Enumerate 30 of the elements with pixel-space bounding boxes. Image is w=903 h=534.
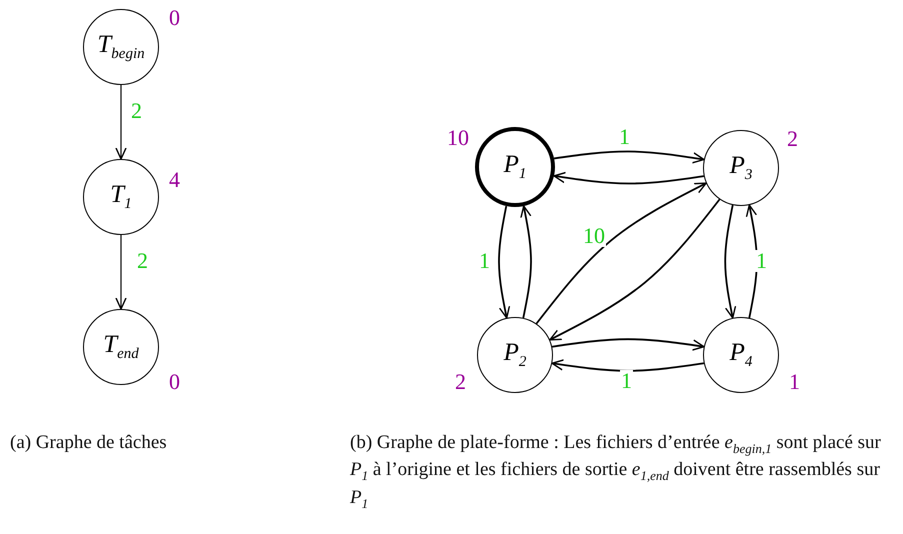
arrow [551, 359, 704, 372]
arrow [536, 182, 707, 324]
caption: (a) Graphe de tâches [10, 431, 168, 455]
arrow [554, 150, 705, 164]
node-label: P$_{2}$ [504, 340, 526, 370]
arrow [724, 204, 736, 319]
arrow [115, 85, 127, 160]
weight-label: 2 [787, 128, 798, 150]
node-label: P$_{4}$ [730, 340, 752, 370]
arrow [520, 205, 532, 318]
arrow [549, 198, 720, 341]
arrow [115, 235, 127, 310]
edge-label: 1 [755, 250, 768, 272]
caption: (b) Graphe de plate-forme : Les fichiers d’entrée e$_{begin,1}$ sont placé sur P$_{1}$ à l’origine et les fichiers de sortie e$_{1,end}$ doivent être rassemblés sur P$_{1}$ [350, 431, 882, 512]
node-label: P$_{1}$ [504, 152, 526, 182]
arrow [552, 338, 705, 351]
weight-label: 2 [455, 371, 466, 393]
arrow [553, 172, 704, 184]
weight-label: 10 [447, 127, 469, 149]
weight-label: 4 [169, 169, 180, 191]
arrow [746, 204, 758, 318]
weight-label: 0 [169, 371, 180, 393]
edge-label: 10 [582, 225, 606, 247]
node-label: T$_{begin}$ [97, 32, 145, 62]
weight-label: 1 [789, 371, 800, 393]
node-label: T$_{1}$ [110, 182, 132, 212]
node-label: P$_{3}$ [730, 153, 752, 183]
arrow [498, 206, 510, 319]
weight-label: 0 [169, 7, 180, 29]
node-label: T$_{end}$ [103, 332, 139, 362]
